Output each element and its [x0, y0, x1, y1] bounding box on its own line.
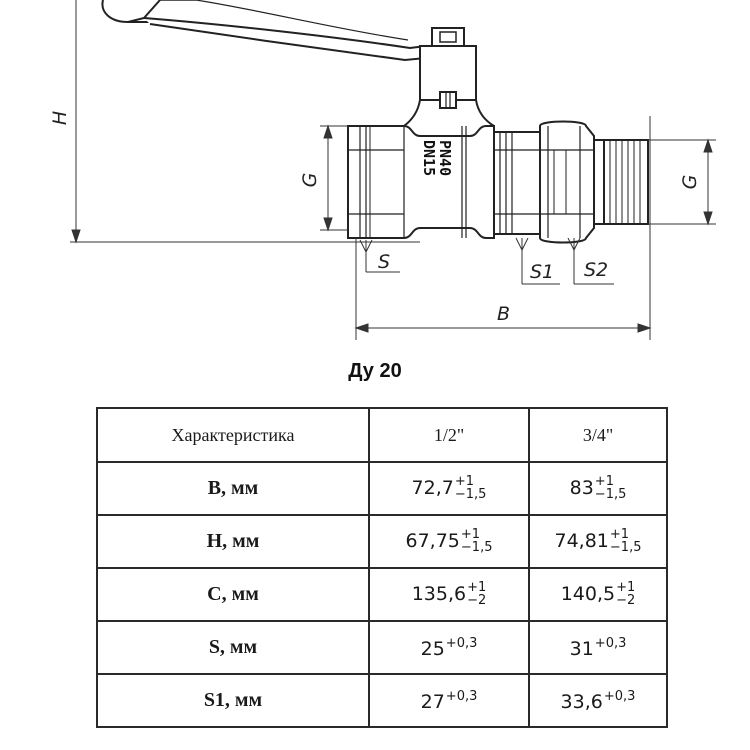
tolerance-upper: +0,3 [594, 635, 627, 651]
param-value: 140,5+1−2 [528, 567, 668, 622]
param-value: 25+0,3 [368, 620, 530, 675]
param-name: B, мм [96, 461, 370, 516]
dim-label-g-left: G [299, 173, 321, 188]
stem-nut [419, 27, 477, 109]
tolerance-upper: +0,3 [445, 635, 478, 651]
value-base: 140,5 [560, 583, 616, 606]
tolerance-lower: −2 [467, 592, 487, 608]
tolerance-lower: −1,5 [460, 539, 493, 555]
valve-technical-drawing: PN40 DN15 H G G S S1 S2 B [49, 0, 716, 340]
value-base: 135,6 [411, 583, 467, 606]
value-base: 74,81 [554, 530, 609, 553]
dim-label-s2: S2 [584, 259, 608, 281]
param-value: 27+0,3 [368, 673, 530, 728]
tolerance: +1−2 [467, 580, 487, 608]
tolerance-lower: −2 [616, 592, 636, 608]
param-name: S, мм [96, 620, 370, 675]
body-engraving: PN40 DN15 [420, 140, 454, 176]
value-base: 33,6 [560, 690, 603, 713]
engraving-pn: PN40 [436, 140, 454, 176]
header-characteristic: Характеристика [96, 407, 370, 463]
tolerance-lower: −1,5 [594, 486, 627, 502]
param-value: 72,7+1−1,5 [368, 461, 530, 516]
table-header-row: Характеристика 1/2" 3/4" [96, 407, 668, 463]
value-base: 25 [420, 637, 445, 660]
tolerance: +1−1,5 [609, 527, 642, 555]
param-value: 33,6+0,3 [528, 673, 668, 728]
dim-label-s1: S1 [530, 261, 554, 283]
param-value: 74,81+1−1,5 [528, 514, 668, 569]
dim-label-g-right: G [679, 175, 701, 190]
value-base: 31 [569, 637, 594, 660]
male-thread-end [593, 139, 649, 225]
dim-label-b: B [497, 303, 510, 325]
dimension-lines [70, 0, 716, 340]
section-title: Ду 20 [348, 360, 402, 382]
param-name: C, мм [96, 567, 370, 622]
tolerance: +1−1,5 [594, 474, 627, 502]
value-base: 67,75 [405, 530, 460, 553]
engraving-dn: DN15 [420, 140, 438, 176]
header-size-half: 1/2" [368, 407, 530, 463]
tolerance-upper: +1 [454, 474, 475, 490]
tolerance-upper: +1 [467, 580, 487, 596]
param-value: 135,6+1−2 [368, 567, 530, 622]
param-value: 31+0,3 [528, 620, 668, 675]
dim-label-h: H [49, 111, 71, 125]
tolerance: +1−1,5 [454, 474, 487, 502]
tolerance: +1−2 [616, 580, 636, 608]
param-value: 67,75+1−1,5 [368, 514, 530, 569]
value-base: 83 [569, 477, 594, 500]
tolerance-upper: +1 [609, 527, 630, 543]
tolerance-upper: +0,3 [603, 688, 636, 704]
param-name: S1, мм [96, 673, 370, 728]
lever-handle [101, 0, 427, 62]
tolerance-upper: +0,3 [445, 688, 478, 704]
tolerance-upper: +1 [460, 527, 481, 543]
value-base: 72,7 [411, 477, 454, 500]
tolerance-lower: −1,5 [609, 539, 642, 555]
value-base: 27 [420, 690, 445, 713]
tolerance-upper: +1 [616, 580, 636, 596]
param-name: H, мм [96, 514, 370, 569]
tolerance-lower: −1,5 [454, 486, 487, 502]
valve-body [347, 99, 495, 239]
union-coupling [493, 120, 595, 244]
header-size-three-quarter: 3/4" [528, 407, 668, 463]
dim-label-s: S [378, 251, 390, 273]
tolerance: +1−1,5 [460, 527, 493, 555]
tolerance-upper: +1 [594, 474, 614, 490]
param-value: 83+1−1,5 [528, 461, 668, 516]
